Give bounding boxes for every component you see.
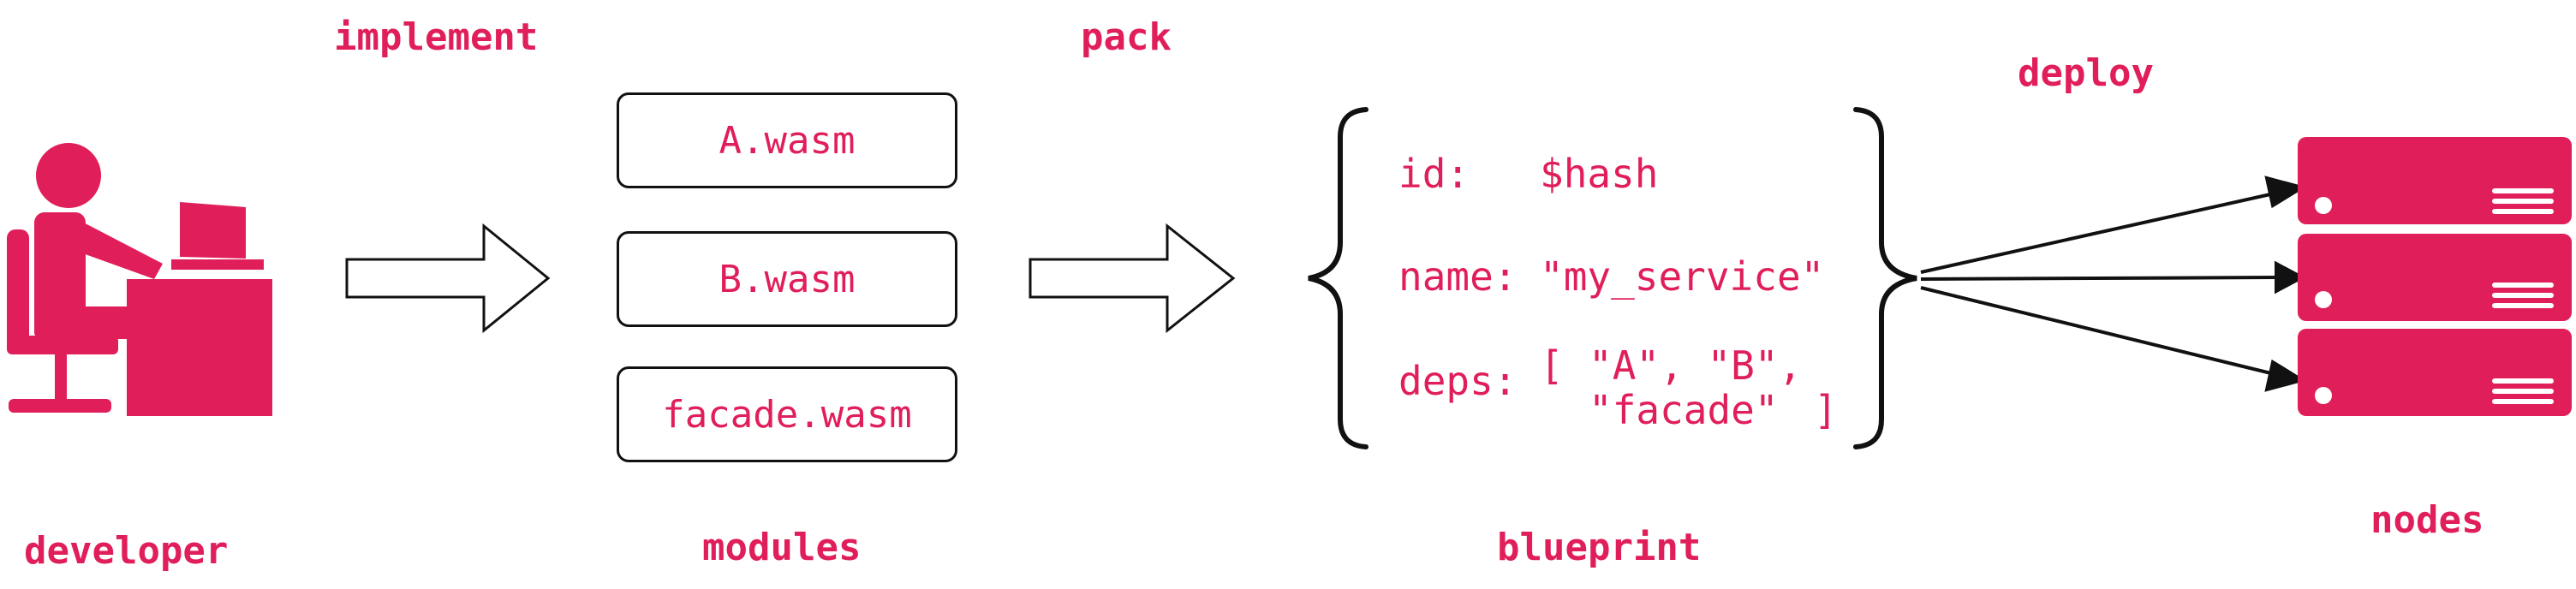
blueprint-deps-line1: "A", "B", bbox=[1589, 342, 1803, 389]
blueprint-deps-key: deps: bbox=[1398, 358, 1518, 404]
deploy-arrows bbox=[1920, 176, 2306, 392]
right-brace bbox=[1853, 107, 1917, 449]
blueprint-deps-close: ] bbox=[1814, 387, 1838, 433]
pack-label: pack bbox=[1081, 15, 1172, 59]
blueprint-deps-open: [ bbox=[1540, 342, 1564, 389]
blueprint-id-value: $hash bbox=[1540, 151, 1659, 197]
deploy-label: deploy bbox=[2018, 51, 2154, 95]
module-box: A.wasm bbox=[617, 92, 957, 188]
implement-label: implement bbox=[334, 15, 539, 59]
implement-arrow bbox=[345, 223, 551, 334]
modules-caption: modules bbox=[702, 526, 862, 569]
nodes-caption: nodes bbox=[2370, 498, 2484, 542]
module-box: facade.wasm bbox=[617, 366, 957, 462]
blueprint-caption: blueprint bbox=[1497, 526, 1702, 569]
module-box: B.wasm bbox=[617, 231, 957, 327]
pack-arrow bbox=[1029, 223, 1236, 334]
blueprint-name-key: name: bbox=[1398, 253, 1518, 300]
left-brace bbox=[1308, 107, 1368, 449]
blueprint-name-value: "my_service" bbox=[1540, 253, 1825, 300]
blueprint-deps-line2: "facade" bbox=[1589, 387, 1779, 433]
blueprint-id-key: id: bbox=[1398, 151, 1470, 197]
developer-caption: developer bbox=[24, 529, 229, 573]
server-rack-icon bbox=[2298, 137, 2572, 416]
developer-at-desk-icon bbox=[7, 143, 272, 416]
